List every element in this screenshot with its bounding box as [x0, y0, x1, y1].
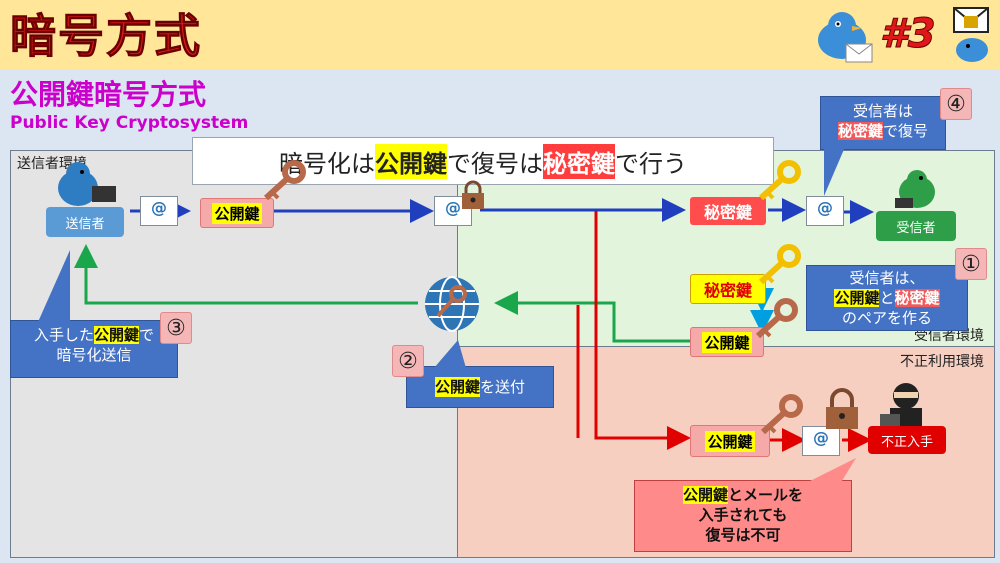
callout-3-line-1: 入手した公開鍵で [33, 326, 155, 344]
mail-icon: @ [806, 196, 844, 226]
section-title: 公開鍵暗号方式 [10, 78, 207, 111]
key-icon [263, 160, 306, 201]
lock-icon [462, 180, 484, 209]
step-badge-3: ③ [160, 312, 192, 344]
key-icon [760, 394, 803, 435]
page-title: 暗号方式 [10, 9, 202, 64]
lock-icon [826, 388, 858, 429]
episode-number: #3 [880, 11, 937, 57]
callout-send-public-key: 公開鍵を送付 [406, 366, 554, 408]
callout-encrypt-send: 入手した公開鍵で 暗号化送信 [10, 320, 178, 378]
key-icon [758, 160, 801, 201]
callout-3-line-2: 暗号化送信 [56, 346, 132, 364]
receiver-bird-icon [895, 170, 935, 208]
callout-pointer [804, 458, 856, 484]
fraud-callout-line-2: 入手されても [698, 506, 788, 524]
key-icon [758, 244, 801, 285]
key-icon [755, 298, 798, 339]
banner-private-key: 秘密鍵 [543, 143, 615, 179]
green-arrow-2 [74, 244, 418, 305]
banner-text-2: で復号は [447, 149, 543, 178]
callout-4-line-2: 秘密鍵で復号 [837, 122, 929, 140]
red-arrow-1 [594, 211, 691, 450]
principle-banner: 暗号化は公開鍵で復号は秘密鍵で行う [192, 137, 774, 185]
globe-icon [425, 276, 479, 332]
mail-icon: @ [140, 196, 178, 226]
banner-public-key: 公開鍵 [375, 143, 447, 179]
callout-4-line-1: 受信者は [852, 102, 913, 120]
green-arrow-1 [494, 291, 690, 343]
bird-mail-icon [953, 7, 989, 62]
public-key-label-1: 公開鍵 [200, 198, 274, 228]
callout-pointer [38, 250, 70, 322]
private-key-label-1: 秘密鍵 [690, 197, 766, 225]
banner-text-3: で行う [615, 149, 687, 178]
private-key-label-2: 秘密鍵 [690, 274, 766, 304]
sender-bird-icon [58, 162, 116, 206]
fraud-callout-line-1: 公開鍵とメールを [682, 486, 804, 504]
step-badge-2: ② [392, 345, 424, 377]
bird-icon [818, 12, 873, 63]
sender-node: 送信者 [46, 207, 124, 237]
fraud-callout-line-3: 復号は不可 [705, 526, 781, 544]
step-badge-1: ① [955, 248, 987, 280]
callout-1-line-1: 受信者は、 [849, 269, 925, 287]
callout-pointer [434, 340, 466, 368]
public-key-label-3: 公開鍵 [690, 425, 770, 457]
callout-key-pair: 受信者は、 公開鍵と秘密鍵 のペアを作る [806, 265, 968, 331]
section-subtitle: Public Key Cryptosystem [10, 113, 249, 133]
mail-icon: @ [802, 426, 840, 456]
callout-decrypt: 受信者は 秘密鍵で復号 [820, 96, 946, 150]
callout-1-line-2: 公開鍵と秘密鍵 [834, 289, 940, 307]
step-badge-4: ④ [940, 88, 972, 120]
callout-pointer [824, 140, 848, 196]
fraud-node: 不正入手 [868, 426, 946, 454]
receiver-node: 受信者 [876, 211, 956, 241]
fraud-zone-label: 不正利用環境 [900, 354, 984, 370]
callout-1-line-3: のペアを作る [841, 309, 932, 327]
callout-fraud: 公開鍵とメールを 入手されても 復号は不可 [634, 480, 852, 552]
thief-icon [880, 383, 922, 426]
public-key-label-2: 公開鍵 [690, 327, 764, 357]
receiver-zone-label: 受信者環境 [914, 328, 984, 344]
